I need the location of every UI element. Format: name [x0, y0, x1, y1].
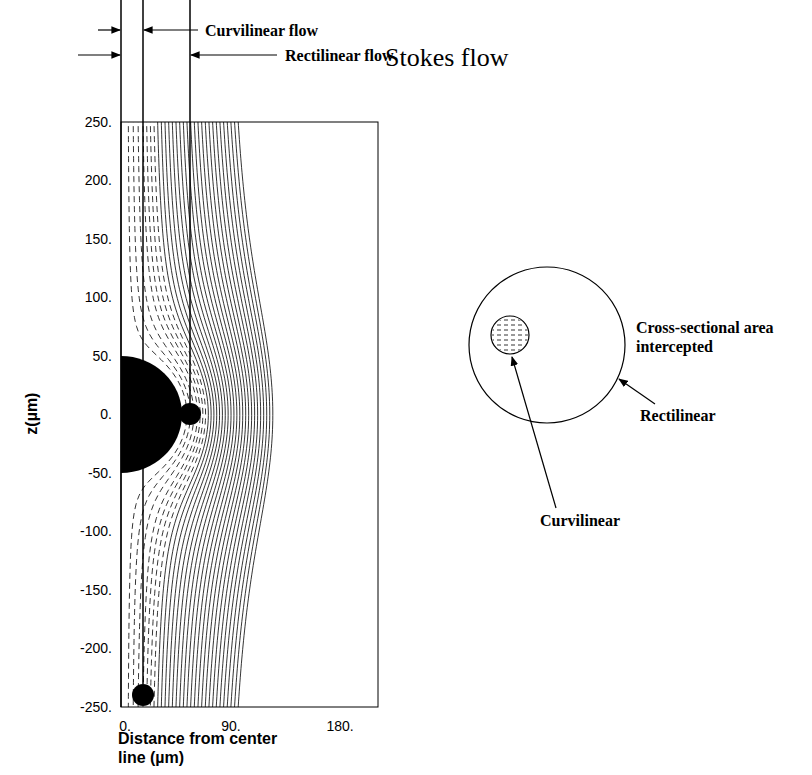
- tick-label: 0.: [100, 406, 112, 423]
- tick-label: 100.: [85, 289, 112, 306]
- streamline: [179, 122, 225, 707]
- curvilinear-limit-line: [142, 0, 144, 684]
- rectilinear-area-circle: [469, 267, 625, 423]
- hatch-line: [490, 325, 530, 326]
- tick-label: -50.: [88, 465, 112, 482]
- tick-label: 180.: [326, 718, 353, 735]
- hatch-line: [490, 320, 530, 321]
- streamline: [234, 122, 270, 707]
- axis-title: z(µm): [22, 393, 41, 435]
- streamline: [172, 122, 219, 707]
- dimension-arrow: [191, 54, 277, 55]
- callout-label: Cross-sectional area intercepted: [636, 318, 804, 356]
- streamline: [227, 122, 264, 707]
- tick-label: -150.: [80, 582, 112, 599]
- diagram-title: Stokes flow: [385, 42, 509, 73]
- hatch-line: [490, 345, 530, 346]
- hatch-line: [490, 350, 530, 351]
- dimension-arrow: [98, 29, 120, 30]
- streamline: [201, 122, 242, 707]
- particle: [179, 403, 201, 425]
- axis-title: Distance from center line (µm): [118, 729, 278, 767]
- hatch-line: [490, 330, 530, 331]
- center-line: [120, 0, 122, 707]
- streamline: [238, 122, 273, 707]
- streamline: [231, 122, 267, 707]
- streamline: [205, 122, 246, 707]
- hatch-line: [490, 340, 530, 341]
- tick-label: -250.: [80, 699, 112, 716]
- leader-arrow: [512, 357, 556, 508]
- tick-label: -100.: [80, 523, 112, 540]
- dimension-arrow: [78, 54, 120, 55]
- tick-label: 150.: [85, 231, 112, 248]
- tick-label: 250.: [85, 114, 112, 131]
- tick-label: -200.: [80, 640, 112, 657]
- rectilinear-limit-line: [189, 0, 191, 403]
- curvilinear-area-circle: [491, 316, 529, 354]
- tick-label: 200.: [85, 172, 112, 189]
- streamline: [216, 122, 255, 707]
- dimension-label: Curvilinear flow: [205, 21, 318, 40]
- callout-label: Curvilinear: [540, 511, 620, 530]
- dimension-arrow: [144, 29, 198, 30]
- hatching: [490, 320, 530, 350]
- tick-label: 50.: [93, 348, 112, 365]
- callout-label: Rectilinear: [640, 406, 716, 425]
- particle: [132, 684, 154, 706]
- leader-arrow: [619, 379, 655, 404]
- collector-sphere: [121, 356, 182, 473]
- plot-frame: [121, 122, 378, 707]
- hatch-line: [490, 335, 530, 336]
- dimension-label: Rectilinear flow: [285, 46, 394, 65]
- streamline: [198, 122, 240, 707]
- streamline: [209, 122, 249, 707]
